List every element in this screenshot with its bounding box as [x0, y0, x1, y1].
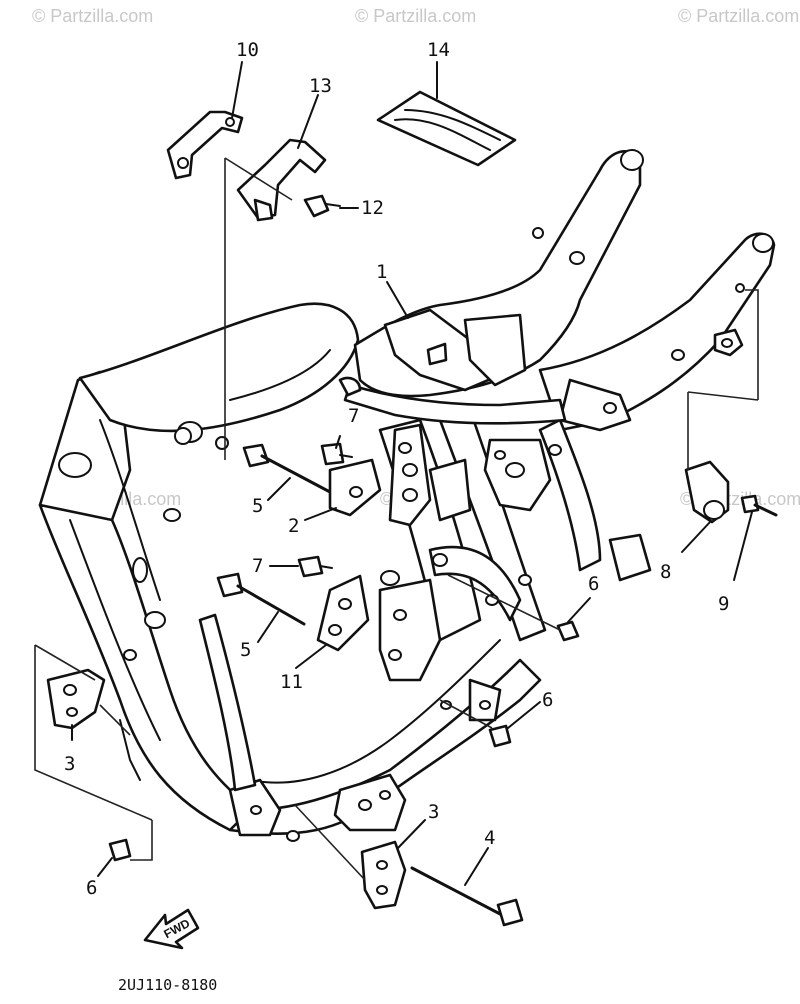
- callout-7b: 7: [252, 555, 263, 577]
- fwd-arrow: FWD: [143, 908, 200, 950]
- callout-5b: 5: [240, 639, 251, 661]
- callout-7a: 7: [348, 405, 359, 427]
- part-14-plate: [376, 90, 517, 167]
- callout-9: 8: [660, 561, 671, 583]
- callout-12: 12: [361, 197, 384, 219]
- watermark-text: © Partzilla.com: [32, 6, 153, 26]
- part-8-bracket: [166, 110, 244, 180]
- callout-3b: 3: [428, 801, 439, 823]
- part-5-bolts: [216, 443, 332, 626]
- part-4-bolt: [410, 866, 524, 927]
- part-10-screw: [740, 494, 778, 517]
- callout-5a: 5: [252, 495, 263, 517]
- part-2-plate: [328, 458, 382, 517]
- callout-13: 11: [280, 671, 303, 693]
- callout-6b: 6: [542, 689, 553, 711]
- callout-14: 14: [427, 39, 450, 61]
- diagram-code: 2UJ110-8180: [118, 976, 217, 994]
- callout-6c: 6: [86, 877, 97, 899]
- callout-1: 1: [376, 261, 387, 283]
- assembly-guides: [34, 157, 759, 881]
- callout-8: 10: [236, 39, 259, 61]
- leader-lines: [71, 61, 753, 886]
- callout-labels: 10 13 14 12 1 7 5 2 7 5 11 6 6 3 8 9 3 4…: [64, 39, 729, 899]
- callout-3a: 3: [64, 753, 75, 775]
- callout-2: 2: [288, 515, 299, 537]
- watermark-text: © Partzilla.com: [678, 6, 799, 26]
- watermark-text: © Partzilla.com: [355, 6, 476, 26]
- part-3-brackets: [46, 668, 407, 910]
- main-frame: [38, 149, 776, 842]
- part-11-bracket: [236, 138, 327, 222]
- callout-11: 13: [309, 75, 332, 97]
- part-7-bolts: [297, 442, 353, 578]
- callout-4: 4: [484, 827, 495, 849]
- part-12-bolt: [303, 194, 341, 218]
- part-9-bushing: [684, 460, 730, 524]
- callout-10: 9: [718, 593, 729, 615]
- part-13-plate: [316, 574, 370, 652]
- part-6-nuts: [108, 620, 580, 862]
- callout-6a: 6: [588, 573, 599, 595]
